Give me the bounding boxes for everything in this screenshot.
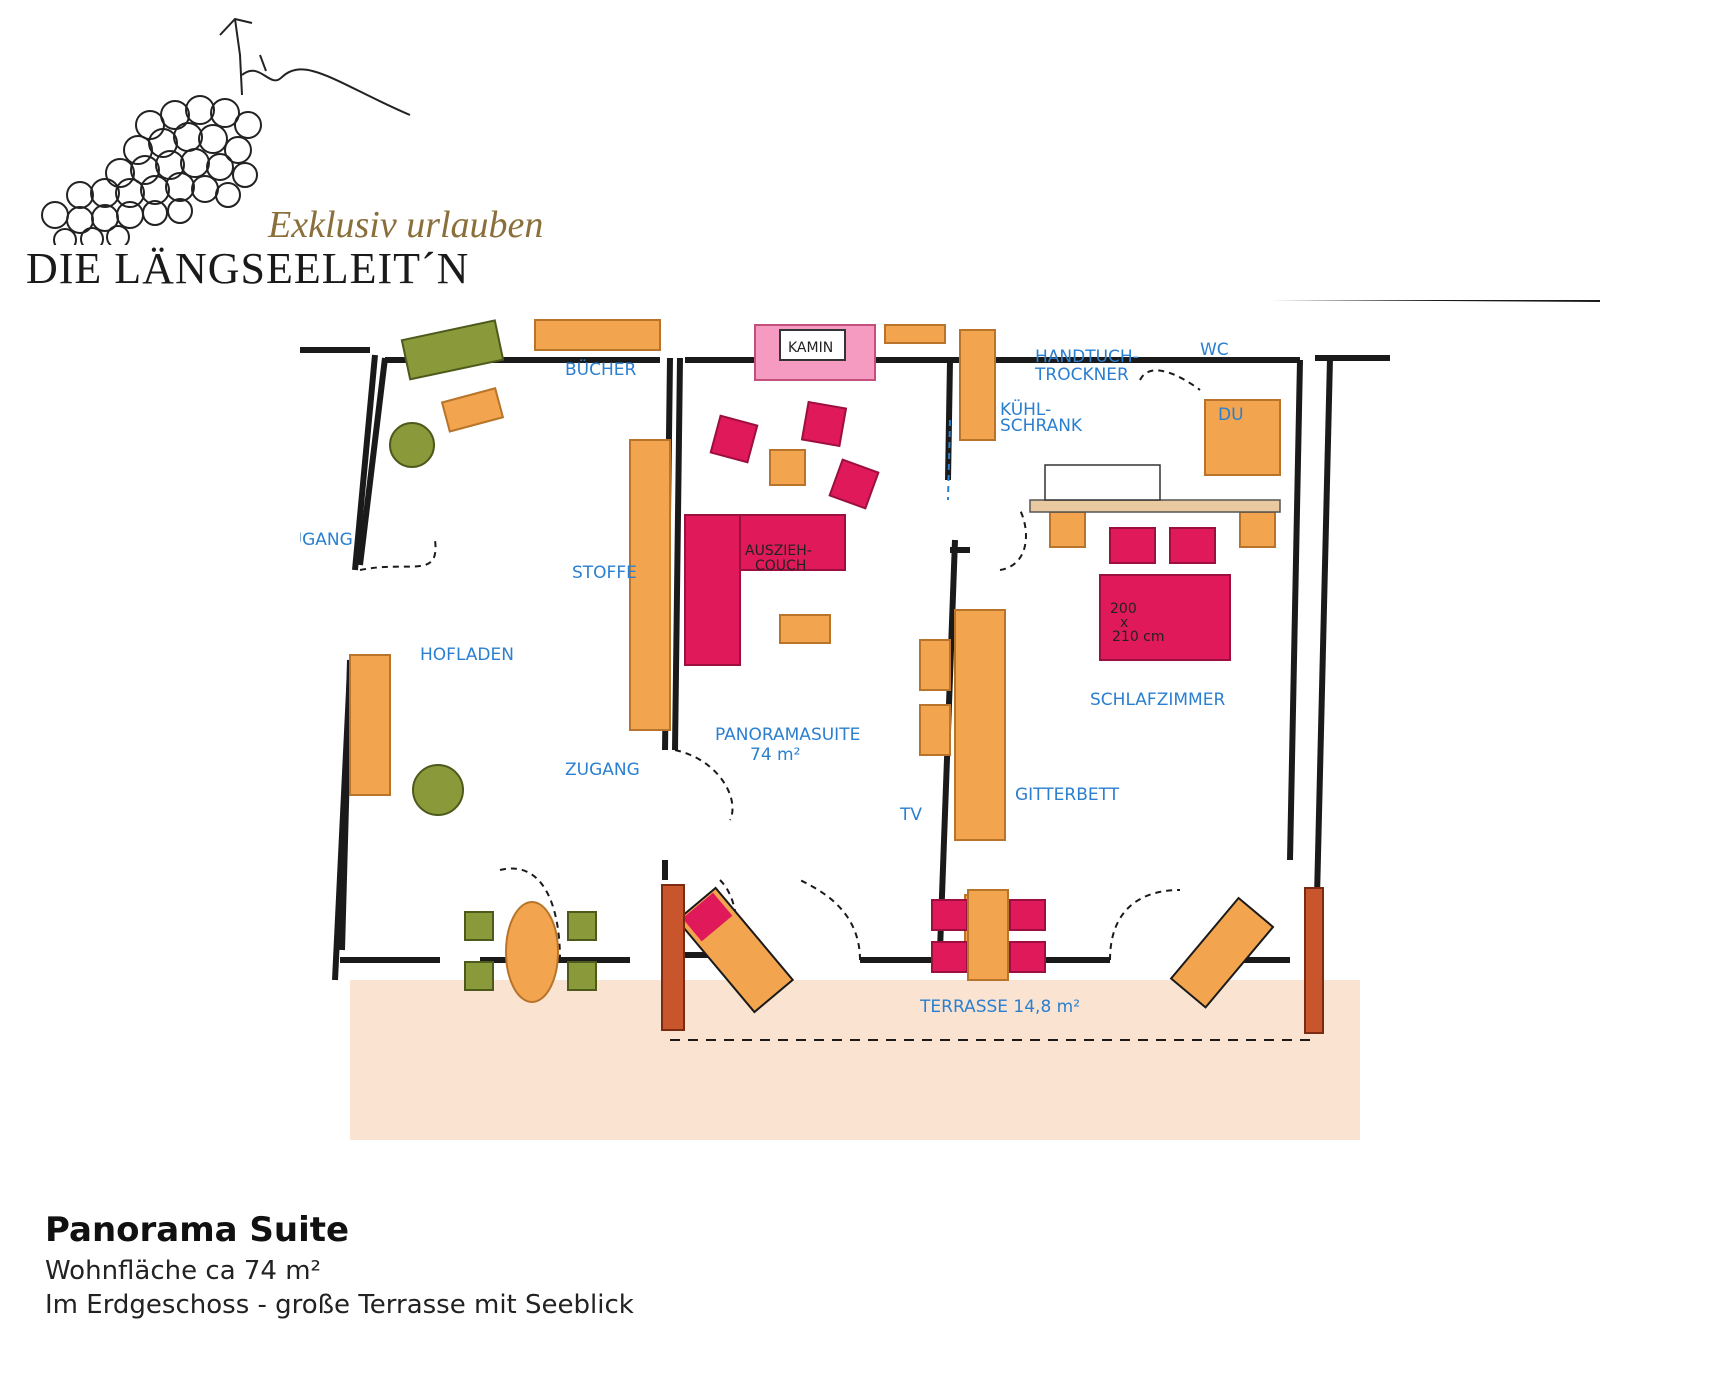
label-terrasse: TERRASSE 14,8 m² xyxy=(919,997,1080,1017)
caption-description: Im Erdgeschoss - große Terrasse mit Seeb… xyxy=(45,1290,634,1320)
brand-logo: Exklusiv urlauben DIE LÄNGSEELEIT´N xyxy=(20,15,544,293)
counter xyxy=(1029,499,1281,513)
label-hofladen: HOFLADEN xyxy=(420,645,514,665)
label-panoramasuite: PANORAMASUITE xyxy=(715,725,860,745)
caption-title: Panorama Suite xyxy=(45,1210,350,1250)
label-zugang-left: ZUGANG xyxy=(300,530,353,550)
terrace-table-right xyxy=(967,889,1009,981)
label-zugang-mid: ZUGANG xyxy=(565,760,640,780)
terrace-floor xyxy=(350,980,1360,1140)
caption-living-area: Wohnfläche ca 74 m² xyxy=(45,1256,321,1286)
caption: Panorama Suite Wohnfläche ca 74 m² Im Er… xyxy=(45,1210,634,1324)
label-suite-area: 74 m² xyxy=(750,745,800,765)
floor-plan: BÜCHER KAMIN HANDTUCH- TROCKNER WC DU KÜ… xyxy=(300,300,1600,1140)
grape-logo-icon xyxy=(41,17,411,252)
terrace-table xyxy=(505,901,559,1003)
fireplace-insert xyxy=(779,329,846,361)
lounger-cushion xyxy=(682,892,733,942)
label-ausziehcouch-1: AUSZIEH- xyxy=(745,543,812,559)
furniture-olive xyxy=(389,319,597,991)
label-bed-1: 200 xyxy=(1110,601,1137,617)
label-ausziehcouch-2: COUCH xyxy=(755,558,806,574)
brick-pillar-left xyxy=(661,884,685,1031)
furniture-magenta xyxy=(684,400,1231,973)
label-bed-2: x xyxy=(1120,615,1128,631)
brick-pillar-right xyxy=(1304,887,1324,1034)
label-tv: TV xyxy=(899,805,922,825)
label-kuehlschrank-1: KÜHL- xyxy=(1000,398,1051,420)
label-buecher: BÜCHER xyxy=(565,358,637,380)
label-bed-3: 210 cm xyxy=(1112,629,1165,645)
label-gitterbett: GITTERBETT xyxy=(1015,785,1120,805)
label-wc: WC xyxy=(1200,340,1229,360)
label-schlafzimmer: SCHLAFZIMMER xyxy=(1090,690,1225,710)
label-kamin: KAMIN xyxy=(788,340,833,356)
label-handtuchtrockner-1: HANDTUCH- xyxy=(1035,347,1139,367)
brand-name: DIE LÄNGSEELEIT´N xyxy=(26,244,470,293)
label-kuehlschrank-2: SCHRANK xyxy=(1000,416,1083,436)
brand-tagline: Exklusiv urlauben xyxy=(268,204,544,246)
label-du: DU xyxy=(1218,405,1244,425)
sink xyxy=(1044,464,1161,501)
label-handtuchtrockner-2: TROCKNER xyxy=(1034,365,1129,385)
label-stoffe: STOFFE xyxy=(572,563,637,583)
